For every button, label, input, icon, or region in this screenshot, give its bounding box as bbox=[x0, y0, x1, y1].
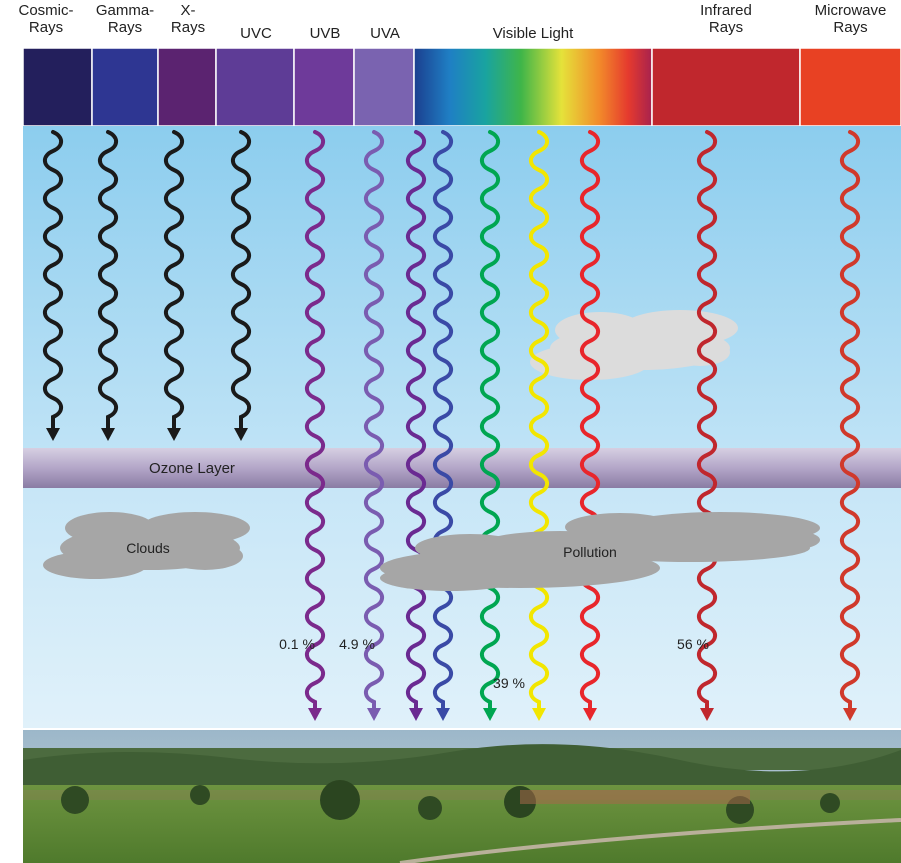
label-visible-light: Visible Light bbox=[492, 25, 574, 42]
spectrum-band-gamma bbox=[91, 47, 159, 127]
ozone-layer bbox=[23, 448, 901, 488]
infrared-percentage: 56 % bbox=[677, 636, 709, 652]
pollution bbox=[380, 512, 820, 591]
spectrum-band-uvb bbox=[293, 47, 355, 127]
pollution-label: Pollution bbox=[563, 544, 617, 560]
label-gamma-rays: Gamma- Rays bbox=[95, 2, 155, 36]
spectrum-band-infrared bbox=[651, 47, 801, 127]
ray-arrowhead bbox=[700, 708, 714, 721]
ray-arrowhead bbox=[436, 708, 450, 721]
ray-9 bbox=[479, 130, 501, 721]
uva-percentage: 4.9 % bbox=[339, 636, 375, 652]
spectrum-band-microwave bbox=[799, 47, 901, 127]
ray-arrowhead bbox=[46, 428, 60, 441]
uvb-percentage: 0.1 % bbox=[279, 636, 315, 652]
ray-arrowhead bbox=[308, 708, 322, 721]
label-microwave-rays: Microwave Rays bbox=[814, 2, 887, 36]
spectrum-band-cosmic bbox=[22, 47, 93, 127]
ray-7 bbox=[405, 130, 427, 721]
ray-arrowhead bbox=[234, 428, 248, 441]
spectrum-band-visible bbox=[413, 47, 653, 127]
ray-3 bbox=[163, 130, 185, 441]
ray-10 bbox=[528, 130, 550, 721]
ray-4 bbox=[230, 130, 252, 441]
ray-arrowhead bbox=[483, 708, 497, 721]
spectrum-band-uvc bbox=[215, 47, 295, 127]
ray-8 bbox=[432, 130, 454, 721]
clouds-label: Clouds bbox=[126, 540, 170, 556]
upper-sky bbox=[23, 126, 901, 450]
ray-arrowhead bbox=[367, 708, 381, 721]
ray-arrowhead bbox=[101, 428, 115, 441]
spectrum-band bbox=[22, 47, 901, 127]
label-uvb: UVB bbox=[309, 25, 341, 42]
rays bbox=[42, 130, 861, 721]
label-uvc: UVC bbox=[240, 25, 272, 42]
label-uva: UVA bbox=[370, 25, 400, 42]
ray-arrowhead bbox=[583, 708, 597, 721]
label-infrared-rays: Infrared Rays bbox=[700, 2, 752, 36]
ray-11 bbox=[579, 130, 601, 721]
ray-1 bbox=[42, 130, 64, 441]
visible-percentage: 39 % bbox=[493, 675, 525, 691]
ray-12 bbox=[696, 130, 718, 721]
ozone-layer-label: Ozone Layer bbox=[149, 460, 235, 477]
ray-13 bbox=[839, 130, 861, 721]
spectrum-band-uva bbox=[353, 47, 415, 127]
upper-cloud bbox=[530, 310, 738, 380]
ray-2 bbox=[97, 130, 119, 441]
landscape-photo bbox=[23, 730, 901, 863]
ray-6 bbox=[363, 130, 385, 721]
ray-arrowhead bbox=[409, 708, 423, 721]
clouds bbox=[43, 512, 250, 579]
label-x-rays: X- Rays bbox=[170, 2, 206, 36]
spectrum-band-x-ray bbox=[157, 47, 217, 127]
ray-arrowhead bbox=[532, 708, 546, 721]
ray-arrowhead bbox=[167, 428, 181, 441]
ray-5 bbox=[304, 130, 326, 721]
ray-arrowhead bbox=[843, 708, 857, 721]
label-cosmic-rays: Cosmic- Rays bbox=[18, 2, 74, 36]
